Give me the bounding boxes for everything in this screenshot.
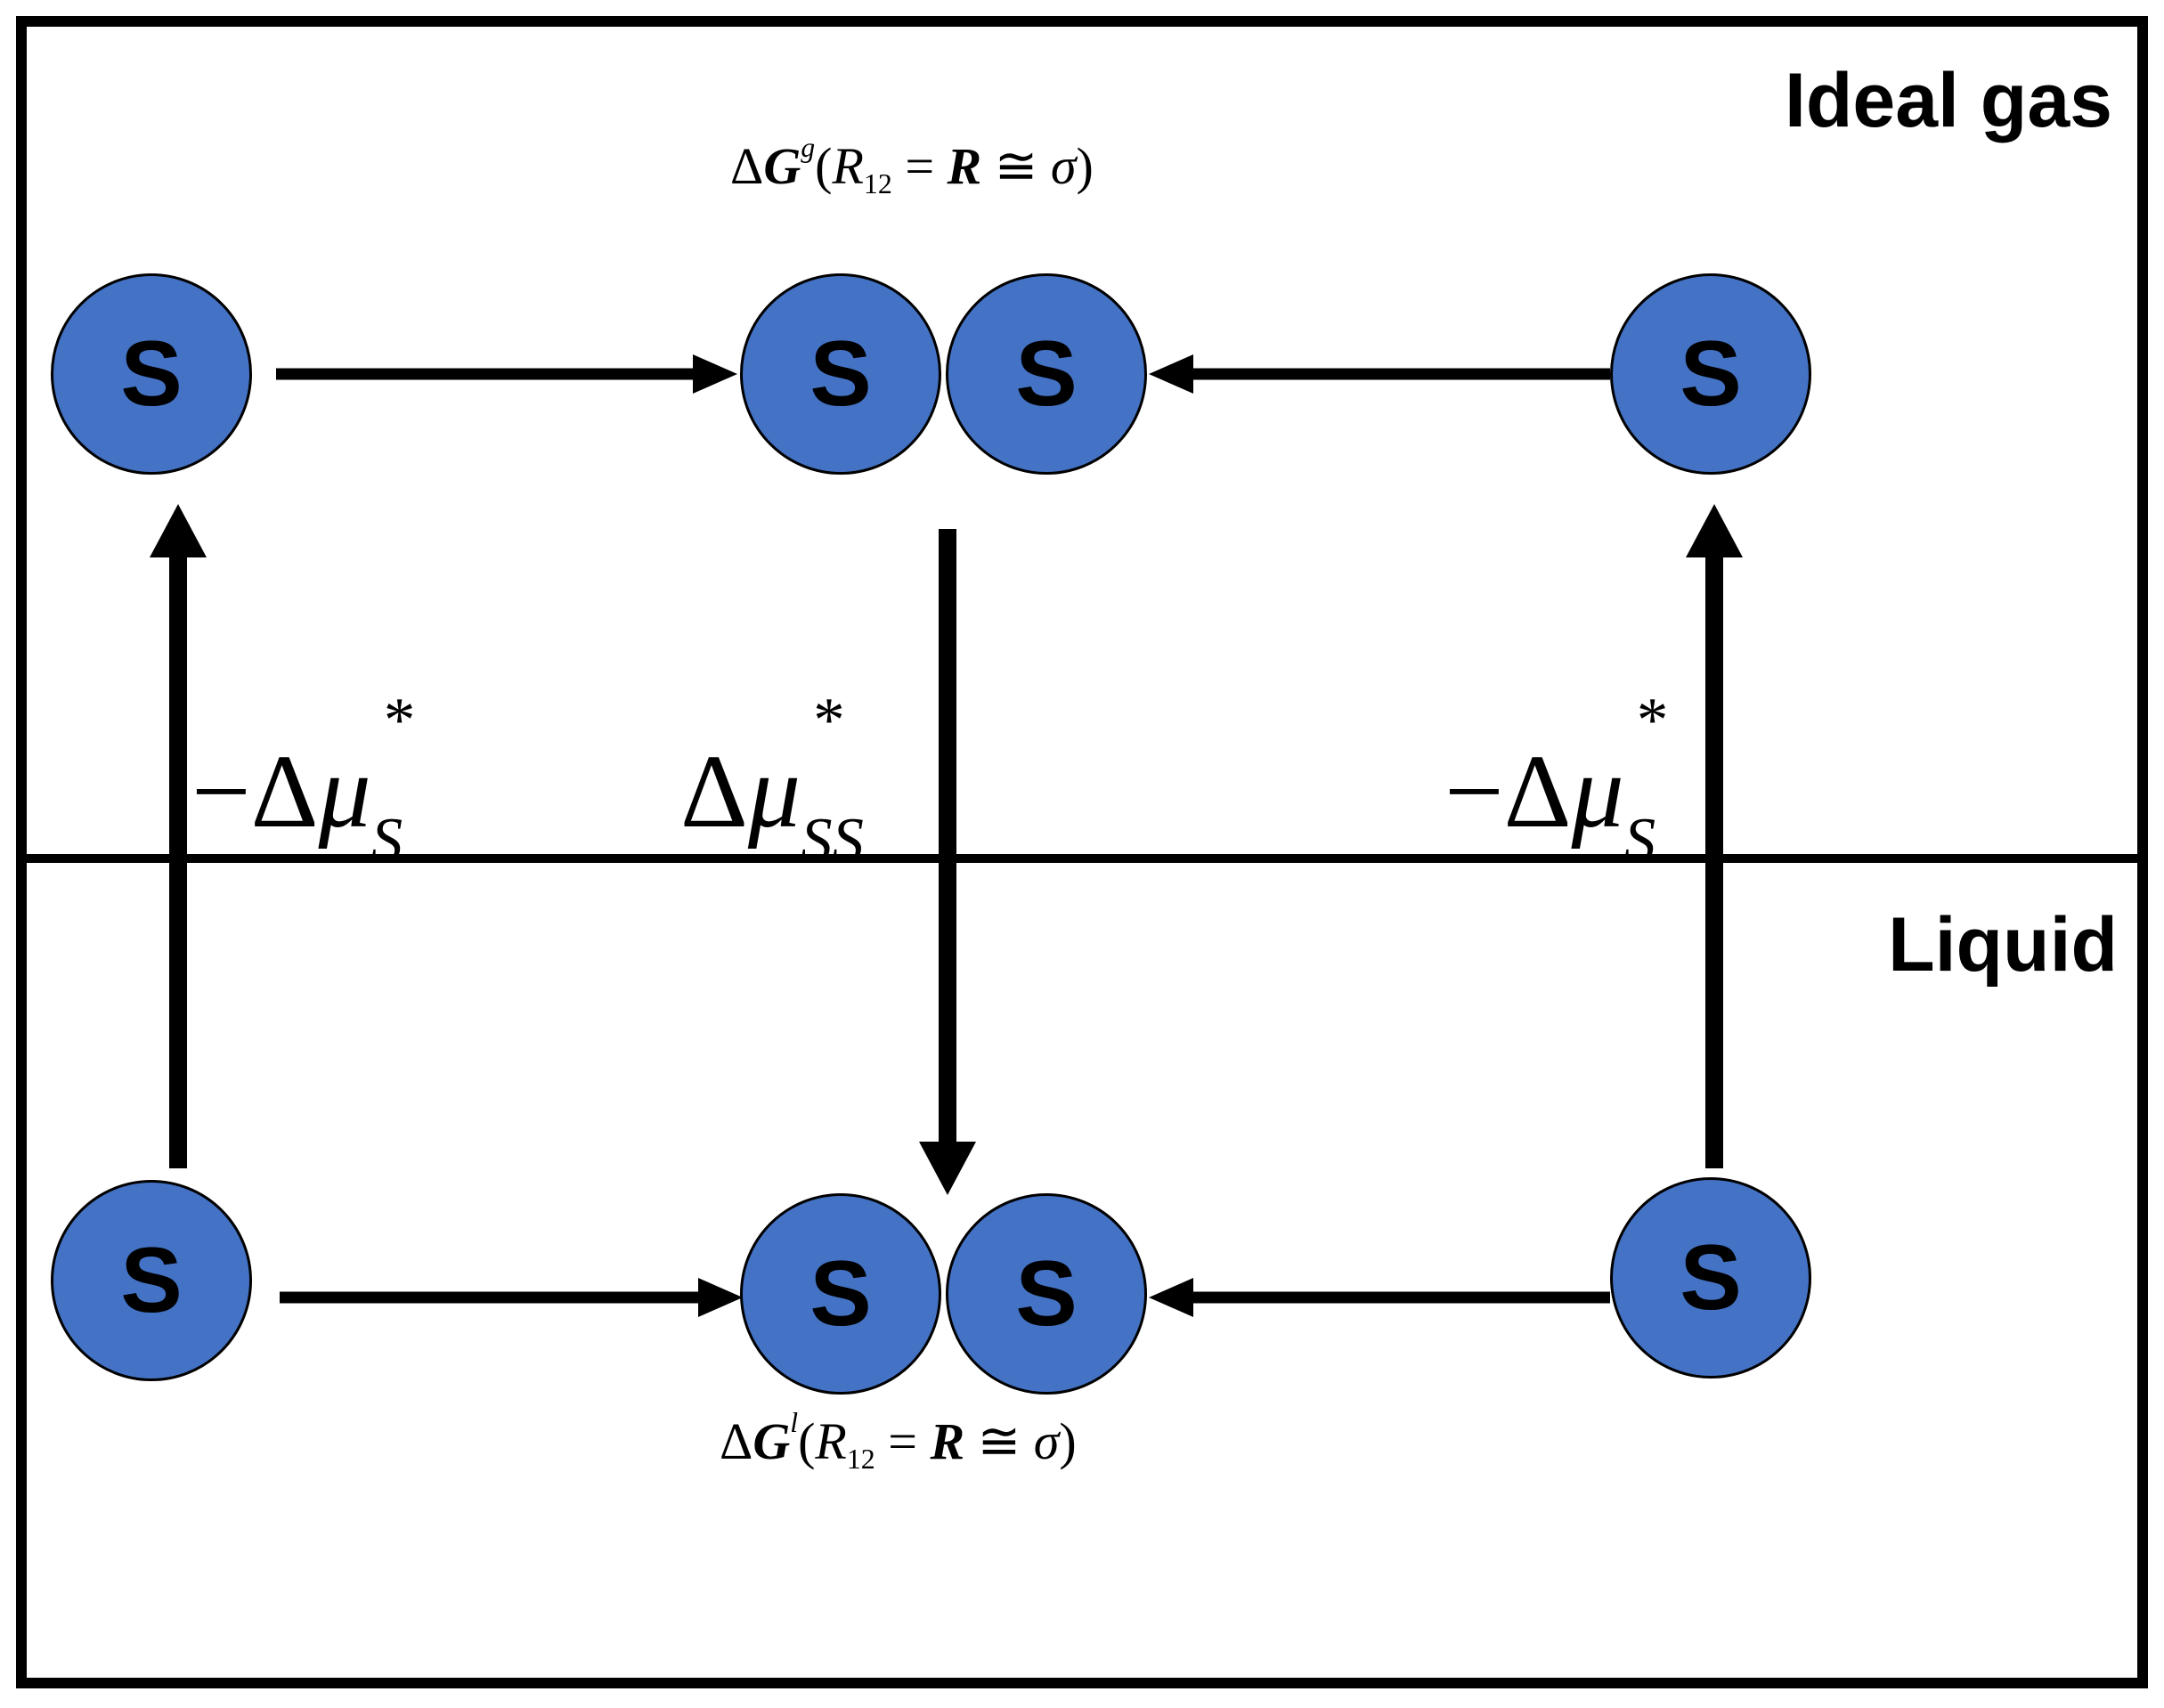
particle-liquid-pair-b: S [946,1193,1147,1395]
arrowhead-gas-right [1149,354,1193,394]
arrowhead-right-up [1686,504,1743,557]
eq-liq-G: G [753,1412,791,1470]
eq-liq-R: R [815,1412,847,1470]
particle-gas-left: S [51,273,252,475]
eq-gas-R: R [832,137,864,195]
right-mu-delta: Δ [1503,733,1572,850]
eq-liq-delta: Δ [720,1412,753,1470]
region-label-ideal-gas: Ideal gas [1784,58,2112,143]
eq-gas-sigma: σ [1050,137,1077,195]
eq-gas-phase: g [801,131,816,163]
particle-gas-pair-b: S [946,273,1147,475]
eq-liq-R-sub: 12 [846,1444,875,1476]
center-mu-delta: Δ [680,733,748,850]
particle-liquid-pair-a: S [740,1193,941,1395]
outer-border [16,16,2148,1688]
arrowhead-center-down [919,1142,976,1195]
region-label-liquid: Liquid [1888,902,2118,988]
particle-gas-right: S [1610,273,1811,475]
particle-liquid-right: S [1610,1177,1811,1379]
eq-gas-open: ( [815,137,833,195]
arrowhead-liquid-right [1149,1278,1193,1317]
center-mu-mu: μ [747,733,801,850]
center-mu-star: * [813,686,845,756]
eq-liq-phase: l [790,1406,799,1438]
eq-gas-delta: Δ [730,137,764,195]
arrowhead-liquid-left [698,1278,743,1317]
center-mu-sub: SS [801,805,864,875]
right-mu-minus: − [1444,733,1504,850]
eq-liq-approx: ≅ [964,1412,1034,1470]
equation-gas-free-energy: ΔGg(R12 = R ≅ σ) [730,133,1094,198]
eq-liq-sigma: σ [1033,1412,1060,1470]
eq-gas-close: ) [1076,137,1094,195]
eq-gas-R-sub: 12 [863,168,892,200]
eq-gas-Rbold: R [947,137,982,195]
eq-gas-G: G [763,137,801,195]
eq-liq-open: ( [798,1412,816,1470]
eq-gas-approx: ≅ [981,137,1051,195]
arrowhead-gas-left [693,354,737,394]
left-mu-delta: Δ [250,733,319,850]
right-mu-mu: μ [1571,733,1624,850]
left-mu-sub: S [370,805,403,875]
eq-liq-close: ) [1059,1412,1077,1470]
label-center-solvation: Δμ* SS [680,689,864,872]
right-mu-star: * [1636,686,1669,756]
particle-gas-pair-a: S [740,273,941,475]
left-mu-star: * [383,686,416,756]
eq-gas-eq: = [891,137,948,195]
eq-liq-eq: = [875,1412,931,1470]
particle-liquid-left: S [51,1180,252,1381]
eq-liq-Rbold: R [930,1412,965,1470]
left-mu-mu: μ [318,733,371,850]
left-mu-minus: − [191,733,251,850]
arrowhead-left-up [150,504,207,557]
right-mu-sub: S [1623,805,1656,875]
label-right-solvation: −Δμ* S [1444,689,1668,872]
equation-liquid-free-energy: ΔGl(R12 = R ≅ σ) [720,1408,1077,1473]
label-left-solvation: −Δμ* S [191,689,415,872]
